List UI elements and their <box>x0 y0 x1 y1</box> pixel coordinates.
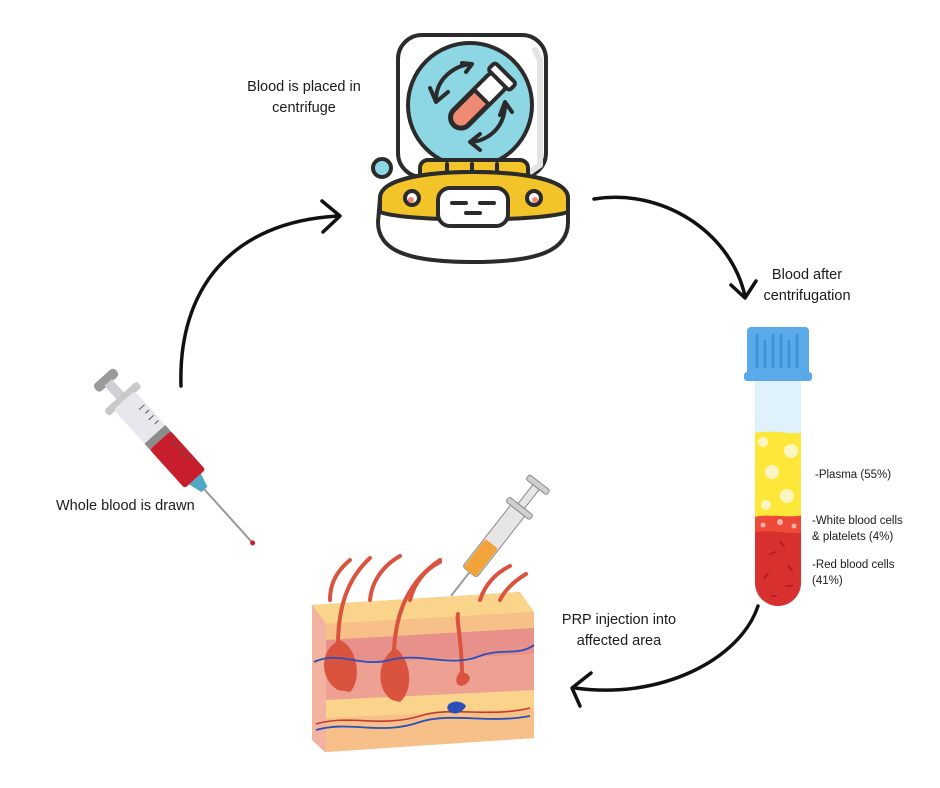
step-label-line: PRP injection into <box>561 612 677 628</box>
tube-label-red-cells: -Red blood cells (41%) <box>812 557 894 589</box>
tube-label-line: & platelets (4%) <box>812 531 894 543</box>
tube-label-line: -Plasma (55%) <box>815 469 892 481</box>
step-label-draw: Whole blood is drawn <box>56 496 216 517</box>
step-label-inject: PRP injection into affected area <box>544 610 694 652</box>
step-label-centrifuge: Blood is placed in centrifuge <box>234 77 374 119</box>
tube-label-plasma: -Plasma (55%) <box>815 467 891 483</box>
step-label-line: affected area <box>576 633 662 649</box>
tube-label-line: -White blood cells <box>812 515 903 527</box>
step-label-line: Whole blood is drawn <box>56 498 195 514</box>
tube-label-line: (41%) <box>812 575 843 587</box>
step-label-line: centrifugation <box>763 288 851 304</box>
arrow-draw-to-centrifuge <box>179 199 342 388</box>
tube-layer-red-cells <box>755 531 801 606</box>
tube-label-line: -Red blood cells <box>812 559 895 571</box>
arrow-tube-to-injection <box>570 604 760 708</box>
step-label-line: centrifuge <box>272 100 336 116</box>
arrow-centrifuge-to-tube <box>592 195 758 300</box>
step-label-line: Blood after <box>771 267 843 283</box>
step-label-line: Blood is placed in <box>247 79 361 95</box>
tube-label-buffy-coat: -White blood cells & platelets (4%) <box>812 513 903 545</box>
step-label-separated: Blood after centrifugation <box>752 265 862 307</box>
